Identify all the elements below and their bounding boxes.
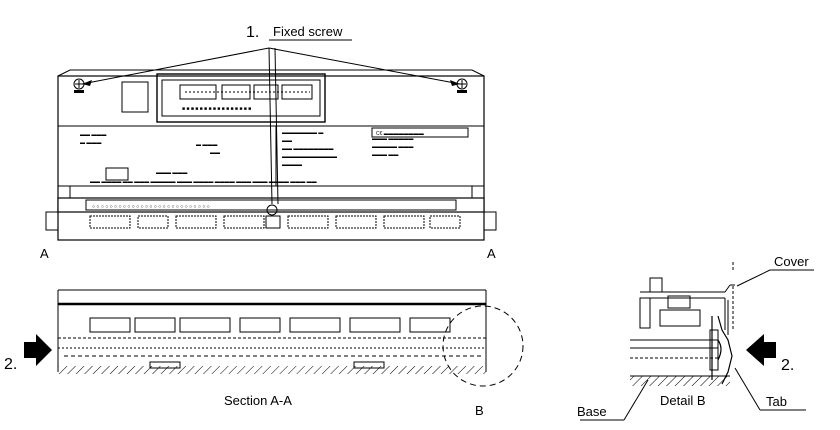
fixed-screw-number: 1.: [246, 24, 259, 41]
svg-text:▬▬▬▬▬ ▬▬▬: ▬▬▬▬▬ ▬▬▬: [372, 144, 413, 150]
rating-plate: ▬▬ ▬▬▬ ▬ ▬▬▬ ▬ ▬▬▬ ▬▬ ▬▬▬▬▬▬▬ ▬ ▬▬ ▬▬ ▬▬…: [80, 126, 469, 186]
detail-reference: B: [475, 403, 484, 418]
device-front-view: ■ ■ ■ ■ ■ ■ ■ ■ ■ ■ ■ ■ ■ ■ ■ ■ ▬▬ ▬▬▬ ▬…: [45, 69, 497, 241]
detail-b-view: [630, 262, 735, 385]
detail-leaders: [580, 269, 814, 421]
fixed-screw-center-icon: [266, 204, 278, 216]
tab-label: Tab: [766, 394, 787, 409]
svg-text:▬▬: ▬▬: [282, 138, 292, 144]
detail-base-hatch: [630, 376, 730, 386]
svg-text:○ ○ ○ ○ ○ ○ ○ ○ ○ ○ ○ ○ ○ ○ ○: ○ ○ ○ ○ ○ ○ ○ ○ ○ ○ ○ ○ ○ ○ ○ ○ ○ ○ ○ ○ …: [92, 204, 210, 210]
section-internals: [58, 317, 486, 369]
section-title: Section A-A: [224, 393, 292, 408]
svg-text:▬▬▬▬▬▬▬▬▬▬▬: ▬▬▬▬▬▬▬▬▬▬▬: [282, 154, 337, 160]
svg-text:▬▬ ▬▬▬▬ ▬▬ ▬▬▬ ▬▬▬▬▬ ▬▬▬ ▬▬▬▬: ▬▬ ▬▬▬▬ ▬▬ ▬▬▬ ▬▬▬▬▬ ▬▬▬ ▬▬▬▬ ▬▬▬▬ ▬▬▬ ▬…: [90, 179, 317, 185]
fixed-screw-label: Fixed screw: [273, 24, 343, 39]
push-arrow-right-icon: [746, 334, 776, 366]
svg-text:▬ ▬▬▬: ▬ ▬▬▬: [196, 142, 217, 148]
svg-text:▬▬▬ ▬▬: ▬▬▬ ▬▬: [372, 152, 398, 158]
svg-text:▬▬ ▬▬▬: ▬▬ ▬▬▬: [80, 132, 106, 138]
svg-text:▬▬: ▬▬: [210, 150, 220, 156]
svg-text:▬▬ ▬▬▬▬▬▬▬▬: ▬▬ ▬▬▬▬▬▬▬▬: [282, 146, 333, 152]
svg-text:▬▬▬▬▬▬▬ ▬: ▬▬▬▬▬▬▬ ▬: [282, 130, 323, 136]
svg-text:▬ ▬▬▬: ▬ ▬▬▬: [80, 140, 101, 146]
display-digits: ■ ■ ■ ■ ■ ■ ■ ■ ■ ■ ■ ■ ■ ■ ■ ■: [179, 84, 313, 112]
svg-text:▬▬▬ ▬▬▬▬▬: ▬▬▬ ▬▬▬▬▬: [372, 136, 413, 142]
fixed-screw-right-icon: [456, 78, 468, 93]
detail-b-circle: [442, 305, 524, 387]
svg-text:■ ■ ■ ■ ■ ■ ■ ■ ■ ■ ■ ■ ■ ■ ■: ■ ■ ■ ■ ■ ■ ■ ■ ■ ■ ■ ■ ■ ■ ■ ■: [182, 106, 251, 112]
push-step-left-number: 2.: [4, 356, 17, 373]
cover-label: Cover: [774, 254, 809, 269]
section-a-a-view: [57, 289, 524, 387]
fixed-screw-left-icon: [73, 78, 85, 93]
push-arrow-left-icon: [24, 334, 52, 366]
section-marker-right: A: [487, 246, 496, 261]
svg-text:▬▬▬▬: ▬▬▬▬: [282, 162, 302, 168]
terminal-row: [89, 215, 461, 229]
detail-title: Detail B: [660, 393, 706, 408]
svg-text:▬▬▬ ▬▬▬: ▬▬▬ ▬▬▬: [156, 170, 187, 176]
fixed-screw-callout: [81, 39, 461, 205]
push-step-right-number: 2.: [781, 357, 794, 374]
base-label: Base: [577, 404, 607, 419]
section-marker-left: A: [40, 246, 49, 261]
svg-text:C€ ▬▬▬▬▬▬▬▬: C€ ▬▬▬▬▬▬▬▬: [376, 131, 424, 137]
